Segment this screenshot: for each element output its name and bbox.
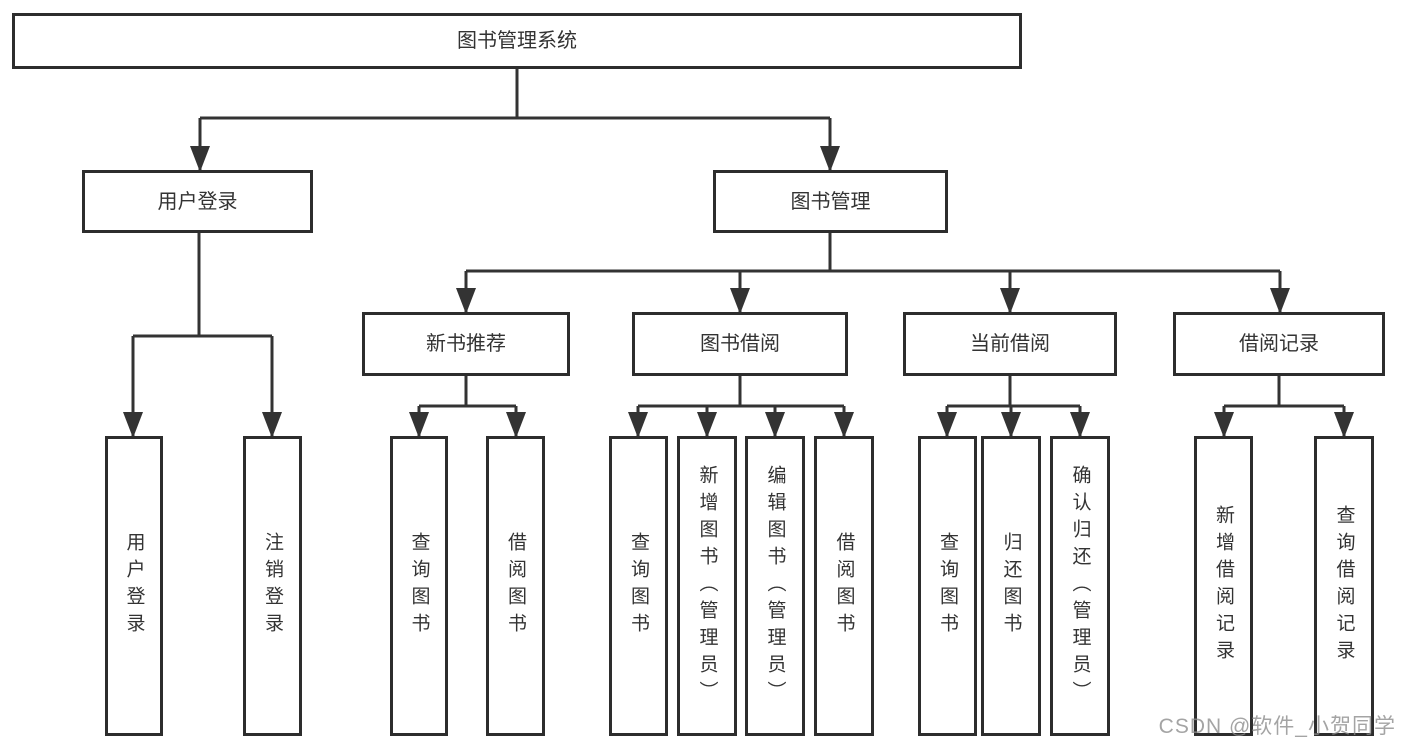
node-current-borrowing: 当前借阅 [903,312,1117,376]
node-label: 新书推荐 [426,333,506,355]
node-borrowing-records: 借阅记录 [1173,312,1385,376]
leaf-borrowing-query-book: 查询图书 [609,436,668,736]
leaf-logout: 注销登录 [243,436,302,736]
node-label: 借阅记录 [1239,333,1319,355]
node-label: 确认归还（管理员） [1069,464,1091,708]
node-label: 当前借阅 [970,333,1050,355]
leaf-query-borrow-record: 查询借阅记录 [1314,436,1374,736]
leaf-edit-book-admin: 编辑图书（管理员） [745,436,805,736]
node-label: 查询图书 [937,532,958,640]
node-label: 查询图书 [628,532,649,640]
node-new-book-recommend: 新书推荐 [362,312,570,376]
node-label: 查询图书 [408,532,430,640]
node-label: 用户登录 [157,190,238,213]
leaf-add-book-admin: 新增图书（管理员） [677,436,737,736]
node-user-login: 用户登录 [82,170,313,233]
node-label: 查询借阅记录 [1333,505,1355,667]
node-label: 图书借阅 [700,333,780,355]
leaf-return-book: 归还图书 [981,436,1041,736]
node-label: 借阅图书 [505,532,526,640]
node-label: 用户登录 [123,532,145,640]
node-label: 图书管理系统 [457,30,577,52]
node-label: 图书管理 [790,190,871,213]
node-book-management: 图书管理 [713,170,948,233]
node-label: 编辑图书（管理员） [764,464,786,708]
leaf-current-query-book: 查询图书 [918,436,977,736]
leaf-borrowing-borrow-book: 借阅图书 [814,436,874,736]
node-label: 注销登录 [262,532,283,640]
node-label: 新增借阅记录 [1213,505,1234,667]
leaf-recommend-borrow-book: 借阅图书 [486,436,545,736]
node-label: 借阅图书 [833,532,855,640]
leaf-recommend-query-book: 查询图书 [390,436,448,736]
node-label: 新增图书（管理员） [696,464,718,708]
leaf-add-borrow-record: 新增借阅记录 [1194,436,1253,736]
node-book-borrowing: 图书借阅 [632,312,848,376]
leaf-confirm-return-admin: 确认归还（管理员） [1050,436,1110,736]
leaf-user-login: 用户登录 [105,436,163,736]
node-root-library-system: 图书管理系统 [12,13,1022,69]
node-label: 归还图书 [1000,532,1022,640]
